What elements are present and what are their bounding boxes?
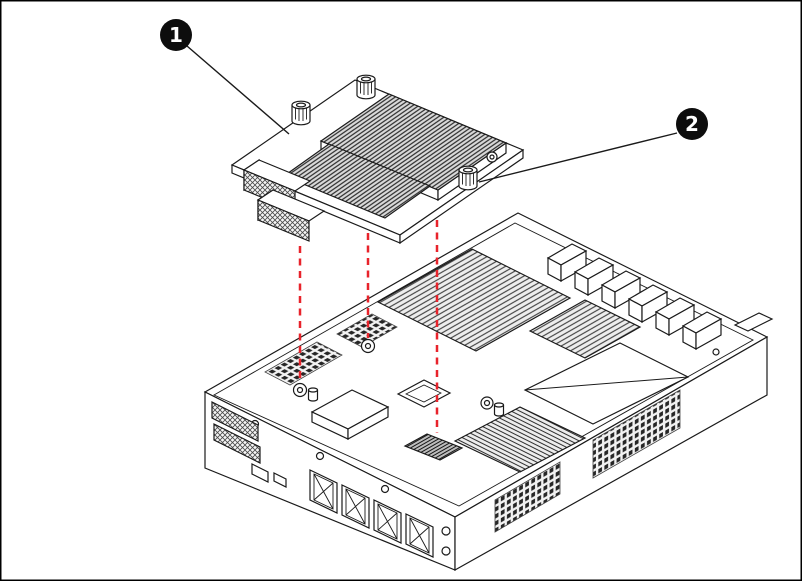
sfp-cage-top — [211, 401, 259, 442]
thumbscrew-2 — [356, 74, 376, 100]
callout-2-bubble — [676, 108, 708, 140]
host-interface-card — [230, 74, 525, 245]
hic-heatsink-step — [282, 143, 432, 219]
vent-grid-side-rear — [592, 389, 681, 479]
capacitor-bank — [546, 243, 723, 351]
screw-hole — [441, 526, 451, 536]
callout-2-label: 2 — [685, 112, 699, 136]
alignment-guides — [298, 220, 439, 433]
capacitor-module — [654, 297, 696, 337]
led-block — [273, 472, 287, 488]
secondary-heatsink — [528, 299, 642, 359]
hic-connector — [403, 433, 464, 461]
standoff-post — [493, 405, 505, 417]
host-port-4 — [405, 513, 434, 558]
front-heatsink — [453, 406, 587, 473]
thumbscrew-3 — [458, 165, 478, 191]
latch-tab — [733, 312, 774, 332]
hic-sfp-cage-2 — [256, 188, 326, 242]
standoff-2 — [360, 338, 376, 354]
side-vents — [494, 389, 681, 533]
controller-canister — [203, 212, 774, 572]
canister-inner-rim — [213, 222, 754, 507]
callout-2: 2 — [478, 108, 708, 183]
motherboard-components — [250, 243, 774, 494]
front-panel — [211, 401, 451, 558]
cpu-heatsink — [376, 248, 572, 352]
usb-port — [251, 463, 269, 483]
callout-1-label: 1 — [169, 23, 183, 47]
standoff-post — [307, 390, 319, 402]
battery-tray — [523, 342, 690, 425]
hic-sfp-cage-1 — [242, 158, 312, 212]
capacitor-module — [546, 243, 588, 283]
capacitor-module — [681, 311, 723, 351]
battery-strap — [524, 376, 689, 391]
screw-hole — [380, 484, 390, 494]
host-port-1 — [309, 469, 338, 514]
capacitor-module — [573, 257, 615, 297]
thumbscrew-1 — [291, 100, 311, 126]
vent-grid-mid — [336, 313, 398, 348]
standoff-3 — [480, 396, 505, 417]
host-port-3 — [373, 499, 402, 544]
screw-hole — [315, 451, 325, 461]
callout-2-line — [478, 132, 678, 183]
callout-1-bubble — [160, 19, 192, 51]
hic-heatsink — [282, 93, 508, 219]
callout-1-line — [186, 45, 290, 135]
host-port-2 — [341, 484, 370, 529]
screw-hole — [441, 546, 451, 556]
callout-1: 1 — [160, 19, 290, 135]
standoff-1 — [292, 382, 319, 402]
screw-hole — [712, 348, 720, 356]
sfp-cage-bottom — [213, 423, 261, 464]
vent-grid-side-front — [494, 461, 561, 533]
hic-board-edge — [399, 148, 524, 245]
component-box — [310, 389, 390, 441]
